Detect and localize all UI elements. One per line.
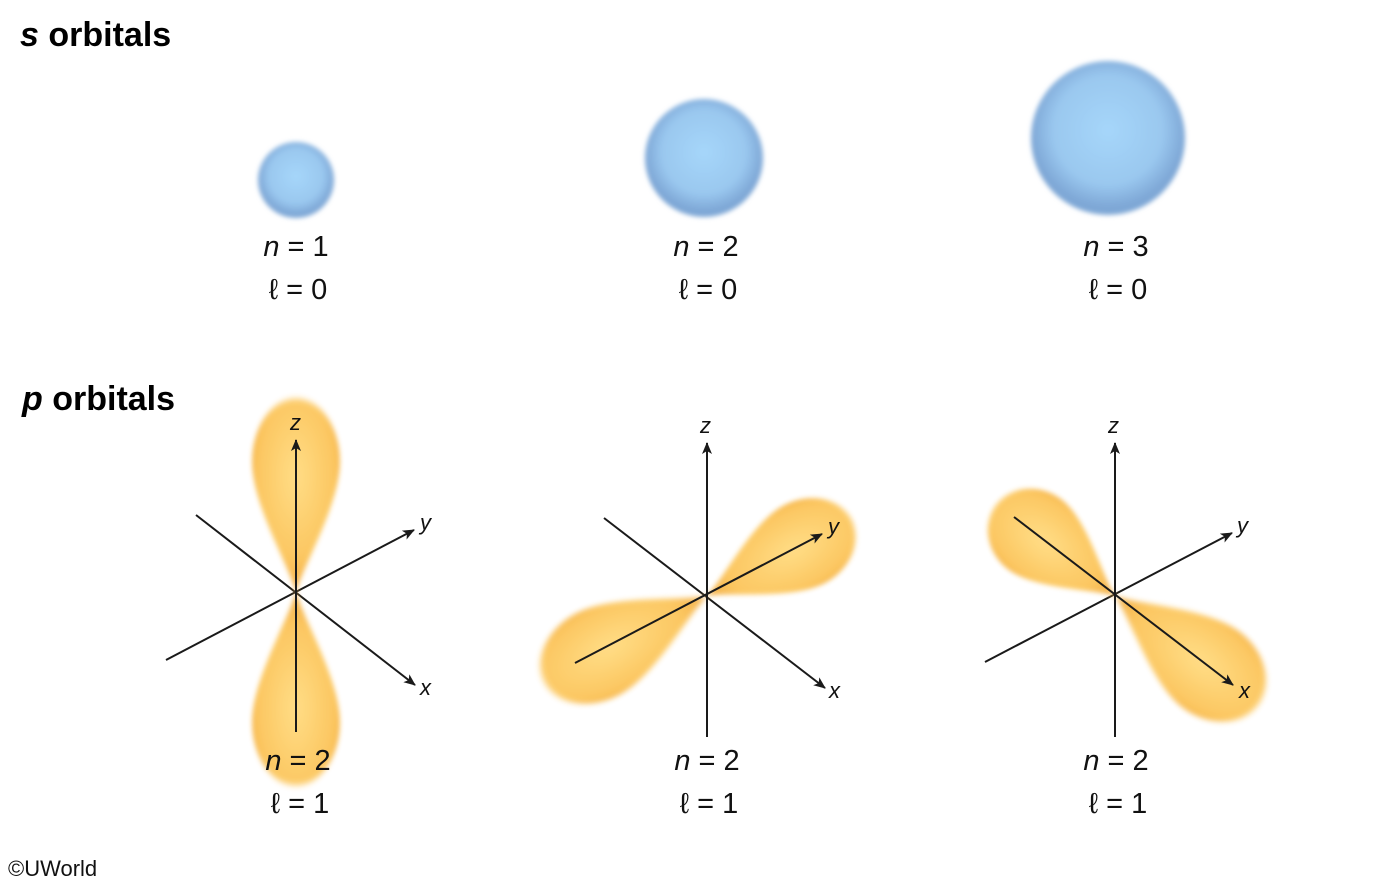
s-orbital-2s xyxy=(645,99,763,217)
p2-n-label: n = 2 xyxy=(674,745,739,777)
x-axis xyxy=(1013,516,1234,686)
p-orbital-pz: z y x xyxy=(165,398,433,786)
p1-n-label: n = 2 xyxy=(265,745,330,777)
y-axis xyxy=(984,532,1233,663)
x-axis-label: x xyxy=(828,678,841,703)
lobe-right xyxy=(686,480,872,635)
copyright: ©UWorld xyxy=(8,856,97,881)
p-orbital-px: z y x xyxy=(969,413,1287,743)
s3-n-label: n = 3 xyxy=(1083,231,1148,263)
y-axis xyxy=(574,533,823,664)
x-axis xyxy=(603,517,826,689)
p3-n-label: n = 2 xyxy=(1083,745,1148,777)
p3-l-label: ℓ = 1 xyxy=(1089,788,1148,820)
p1-l-label: ℓ = 1 xyxy=(271,788,330,820)
x-axis xyxy=(195,514,416,686)
s2-n-label: n = 2 xyxy=(673,231,738,263)
y-axis xyxy=(165,529,415,661)
s3-l-label: ℓ = 0 xyxy=(1089,274,1148,306)
s-orbital-1s xyxy=(258,142,334,218)
lobe-front xyxy=(1086,558,1287,743)
x-axis-label: x xyxy=(419,675,432,700)
s1-n-label: n = 1 xyxy=(263,231,328,263)
p-orbital-py: z y x xyxy=(523,413,872,737)
p2-l-label: ℓ = 1 xyxy=(680,788,739,820)
x-axis-label: x xyxy=(1238,678,1251,703)
s-orbitals-title: s orbitals xyxy=(20,16,171,54)
z-axis-label: z xyxy=(1107,413,1119,438)
lobe-left xyxy=(523,555,729,723)
z-axis-label: z xyxy=(289,410,301,435)
p-orbitals-title: p orbitals xyxy=(21,380,175,418)
y-axis-label: y xyxy=(418,510,433,535)
y-axis-label: y xyxy=(826,514,841,539)
y-axis-label: y xyxy=(1235,513,1250,538)
s1-l-label: ℓ = 0 xyxy=(269,274,328,306)
z-axis-label: z xyxy=(699,413,711,438)
s-orbital-3s xyxy=(1031,61,1185,215)
s2-l-label: ℓ = 0 xyxy=(679,274,738,306)
